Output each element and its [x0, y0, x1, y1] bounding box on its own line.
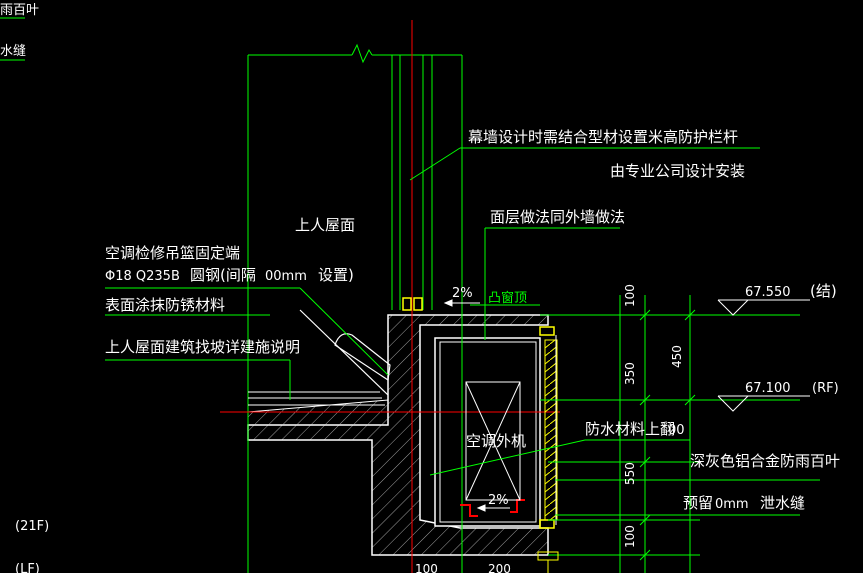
leader-lines — [0, 17, 820, 516]
dimension-lines — [540, 295, 800, 573]
dim-100-top: 100 — [623, 284, 637, 307]
elev-struct-tag: (结) — [810, 282, 837, 300]
curtain-wall-lines — [247, 43, 463, 573]
ac-unit-box — [465, 381, 521, 501]
dim-bottom-2: 200 — [488, 562, 511, 573]
label-ac-unit: 空调外机 — [466, 432, 526, 450]
concrete-structure — [247, 314, 549, 556]
label-louver: 深灰色铝合金防雨百叶 — [690, 452, 840, 470]
label-curtain-wall-note: 幕墙设计时需结合型材设置米高防护栏杆 — [468, 128, 738, 146]
label-slope-bottom: 2% — [488, 493, 509, 508]
label-ac-anchor-end: 设置) — [318, 266, 354, 284]
label-waterproof-up: 防水材料上翻 — [585, 420, 675, 438]
elev-struct-value: 67.550 — [745, 285, 791, 300]
label-ac-anchor-spec: Φ18 Q235B — [105, 269, 180, 284]
dim-100-bottom: 100 — [623, 525, 637, 548]
elev-rf-value: 67.100 — [745, 381, 791, 396]
label-ac-anchor-spacing: 00mm — [265, 269, 307, 284]
label-waterproof-tail: 00 — [668, 423, 685, 438]
dim-450: 450 — [670, 345, 684, 368]
label-roof-slope-note: 上人屋面建筑找坡详建施说明 — [105, 338, 300, 356]
slope-arrows — [443, 299, 510, 512]
label-parapet-top: 凸窗顶 — [488, 290, 527, 306]
dim-550: 550 — [623, 462, 637, 485]
text-labels: 雨百叶 水缝 幕墙设计时需结合型材设置米高防护栏杆 由专业公司设计安装 上人屋面… — [0, 3, 840, 573]
label-reserve: 预留 — [683, 494, 713, 512]
label-curtain-wall-note-2: 由专业公司设计安装 — [610, 162, 745, 180]
axis-lines — [220, 20, 560, 573]
roof-parapet — [299, 309, 391, 396]
label-drain-joint: 泄水缝 — [760, 494, 805, 512]
label-ac-anchor: 空调检修吊篮固定端 — [105, 244, 240, 262]
label-rain-louver-partial: 雨百叶 — [0, 3, 39, 18]
bottom-fixtures — [537, 551, 559, 573]
label-anti-rust: 表面涂抹防锈材料 — [105, 296, 225, 314]
label-reserve-dim: 0mm — [715, 497, 749, 512]
label-floor-partial: (LF) — [15, 562, 40, 573]
label-floor-21f: (21F) — [15, 519, 49, 534]
louver-panel — [544, 335, 558, 525]
label-drain-joint-partial: 水缝 — [0, 44, 26, 59]
label-finish-same-as-wall: 面层做法同外墙做法 — [490, 208, 625, 226]
roof-layers — [248, 391, 385, 406]
label-ac-anchor-mid: 圆钢(间隔 — [190, 266, 256, 284]
elevation-markers — [717, 299, 810, 412]
ac-brackets — [460, 499, 525, 517]
dim-350: 350 — [623, 362, 637, 385]
elev-rf-tag: (RF) — [812, 381, 839, 396]
label-accessible-roof: 上人屋面 — [295, 216, 355, 234]
label-slope-top: 2% — [452, 286, 473, 301]
dim-bottom-1: 100 — [415, 562, 438, 573]
